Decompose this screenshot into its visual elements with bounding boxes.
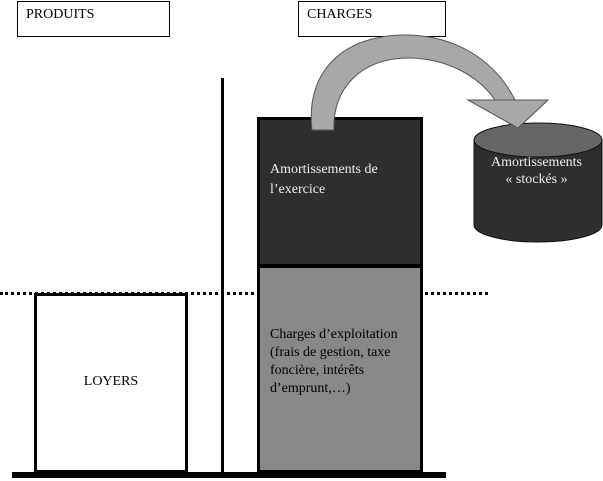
charges-header: CHARGES [298,1,446,37]
cylinder-label: Amortissements « stockés » [470,154,603,188]
produits-header: PRODUITS [17,1,170,37]
loyers-block: LOYERS [34,293,188,473]
charges-label: CHARGES [307,7,373,22]
loyers-label: LOYERS [83,374,139,389]
arrow-tip-icon [466,99,550,129]
dotted-level-line [0,292,488,295]
produits-label: PRODUITS [26,7,95,22]
amortissements-exercice-block: Amortissements de l’exercice [257,117,423,267]
cylinder-label-line2: « stockés » [505,172,568,187]
cylinder-body [473,139,603,243]
baseline [12,472,446,478]
amortissements-exercice-label: Amortissements de l’exercice [270,162,378,197]
charges-exploitation-label: Charges d’exploitation (frais de gestion… [270,327,398,396]
cylinder-top [473,122,603,158]
separator-line [221,78,224,474]
cylinder-label-line1: Amortissements [491,155,582,170]
